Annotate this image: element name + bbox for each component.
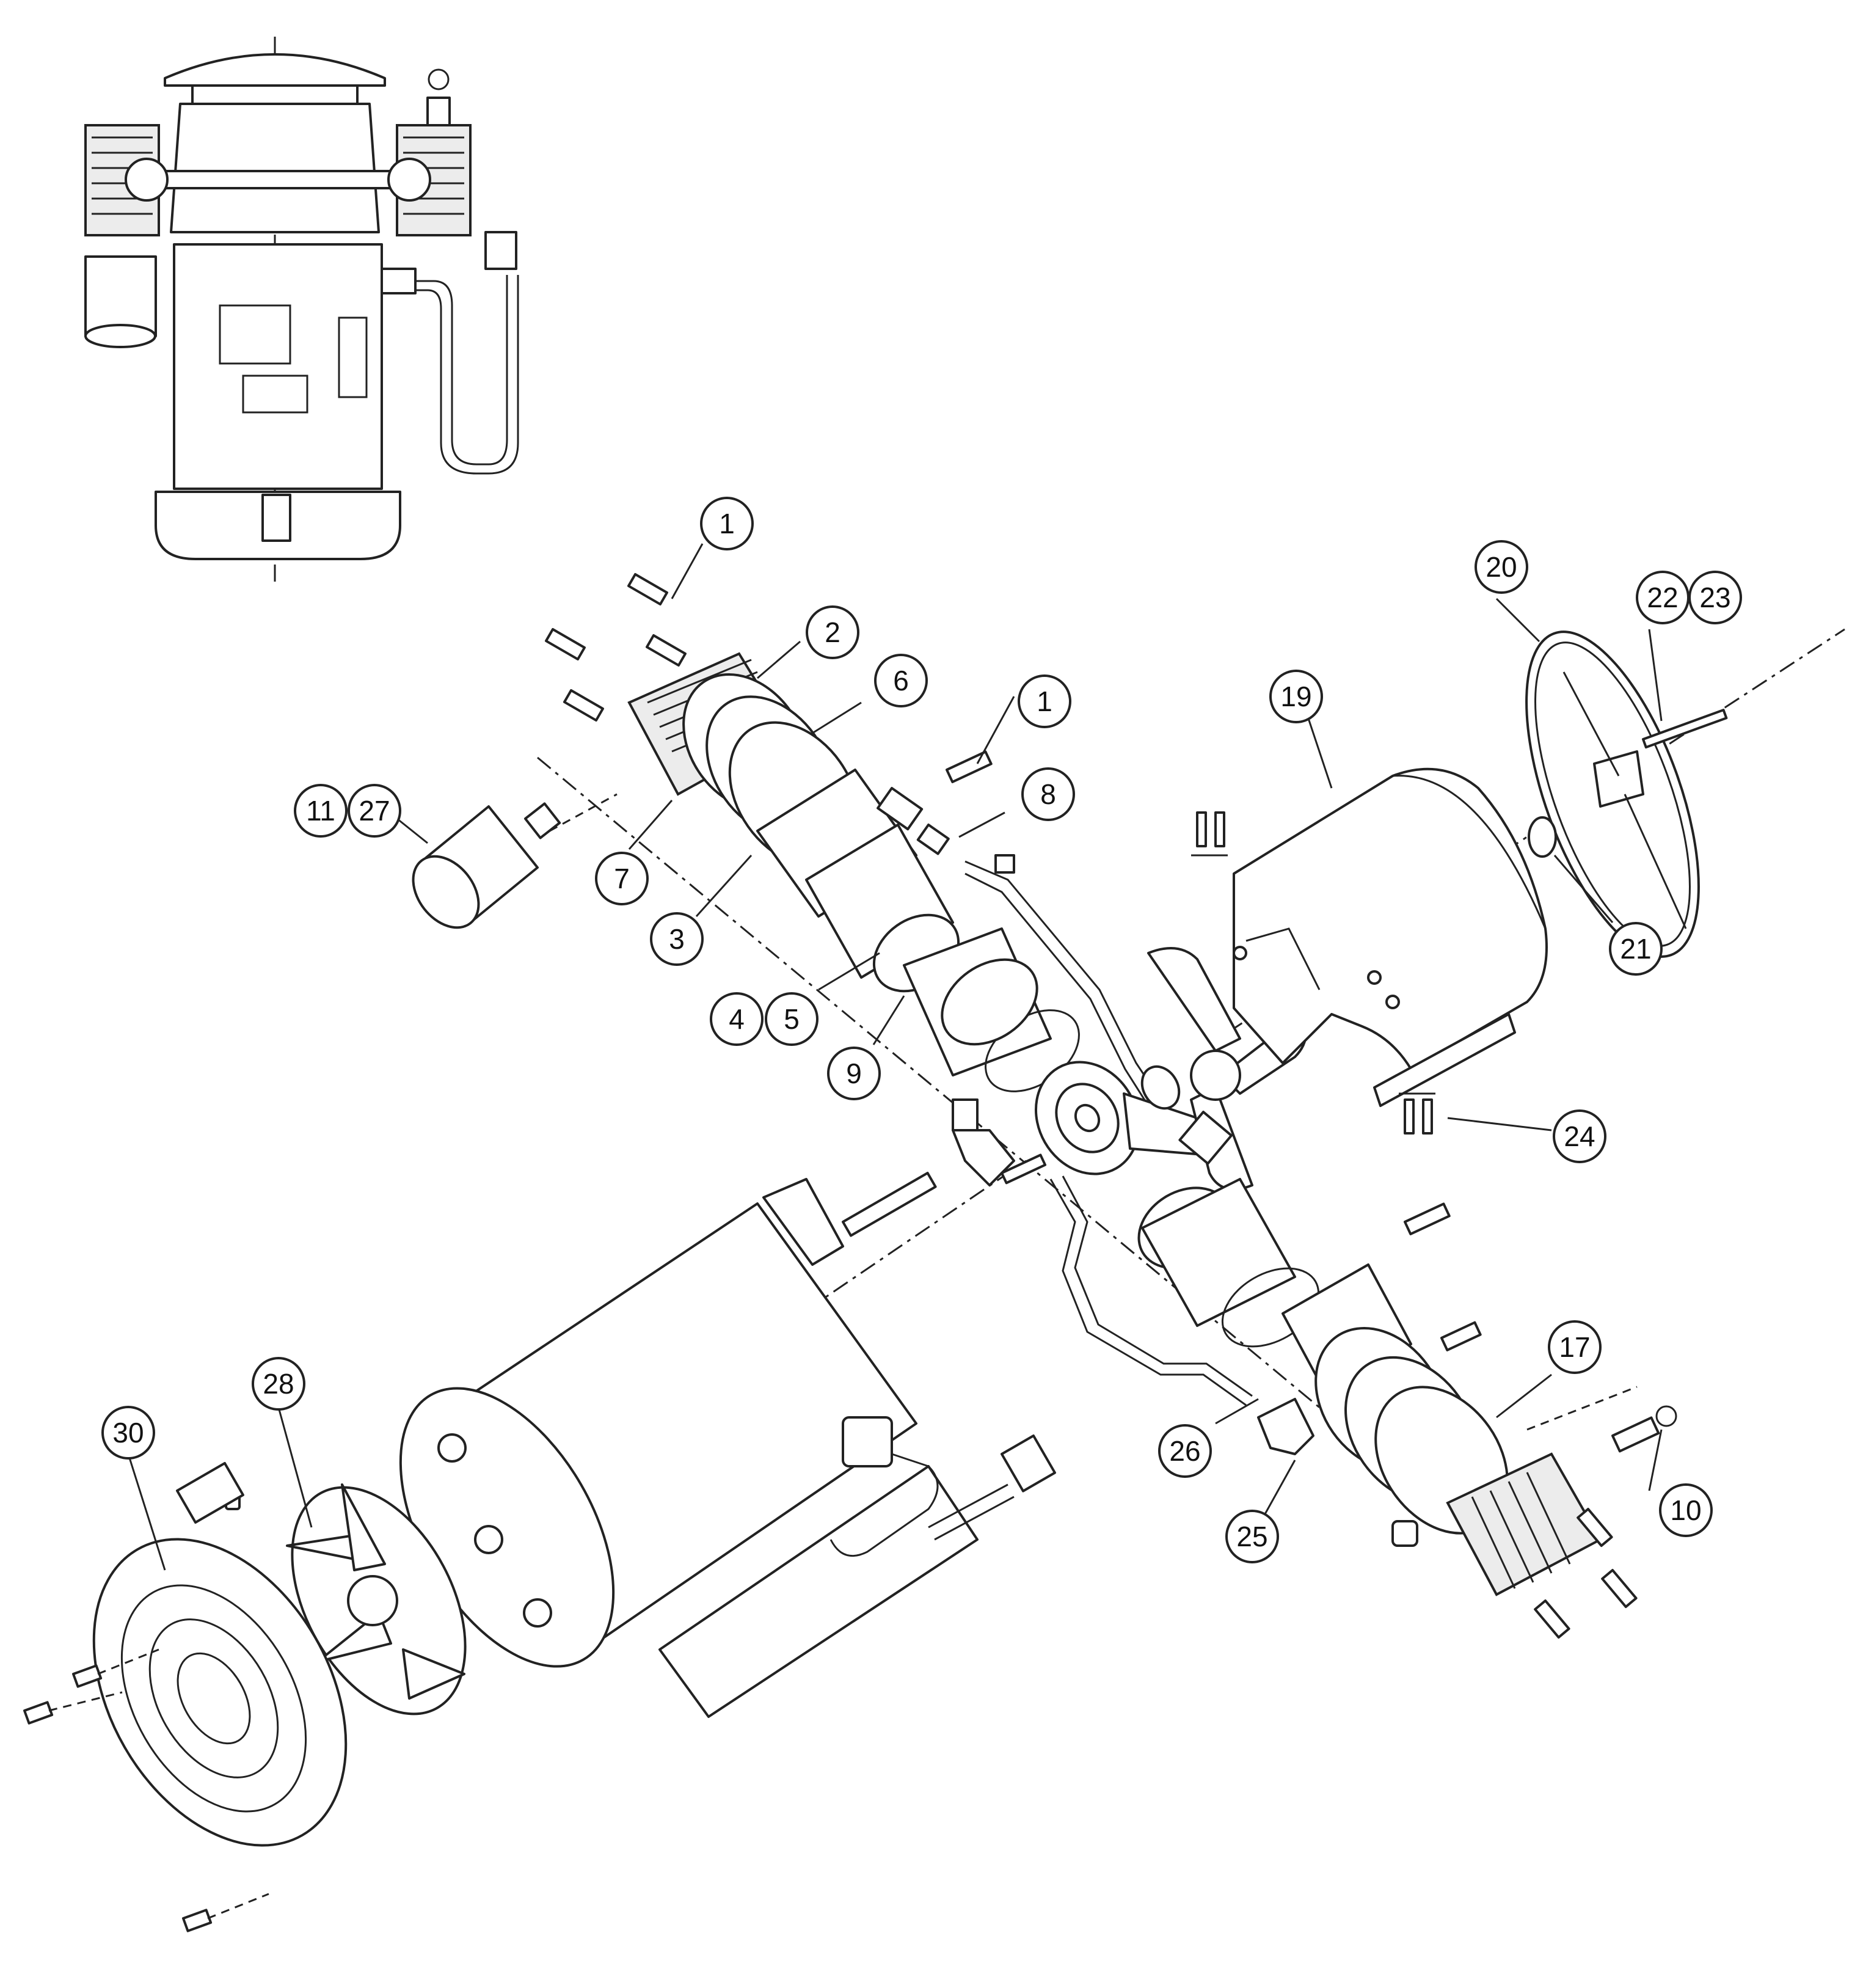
leader-lines [127,543,1663,1571]
callout-7: 7 [595,852,649,905]
callout-9: 9 [827,1047,881,1100]
callout-1b: 1 [1018,674,1071,728]
assembled-view [84,37,519,587]
svg-text:26: 26 [1169,1435,1200,1467]
callout-8: 8 [1021,767,1075,821]
svg-text:4: 4 [729,1003,745,1035]
svg-text:11: 11 [306,795,335,827]
guard-screws [1191,811,1435,1135]
callout-27: 27 [348,784,401,838]
lower-fittings [952,1098,1314,1455]
callout-11: 11 [294,784,348,838]
svg-text:25: 25 [1236,1521,1267,1552]
bolts-upper [545,573,993,783]
svg-text:7: 7 [614,863,630,894]
callout-1a: 1 [700,497,754,550]
callout-26: 26 [1158,1424,1212,1478]
lower-cylinder-assembly [1137,1178,1677,1596]
svg-text:1: 1 [719,508,735,539]
callout-21: 21 [1609,922,1663,976]
callout-3: 3 [650,912,704,966]
callout-30: 30 [101,1406,155,1460]
svg-text:30: 30 [112,1417,144,1449]
belt-guard [1233,767,1548,1107]
callout-25: 25 [1225,1510,1279,1563]
callout-10: 10 [1659,1483,1713,1537]
callout-4: 4 [710,992,764,1046]
svg-text:21: 21 [1620,933,1651,965]
svg-text:10: 10 [1670,1494,1701,1526]
pulley-bushing [1528,816,1557,858]
callout-23: 23 [1688,571,1742,624]
callout-28: 28 [252,1357,305,1411]
pulley-wheel [1525,630,1700,958]
callout-2: 2 [806,605,859,659]
svg-text:22: 22 [1647,582,1678,613]
callout-5: 5 [765,992,818,1046]
svg-text:23: 23 [1699,582,1730,613]
upper-cylinder-assembly [627,652,1080,1092]
callout-24: 24 [1553,1109,1606,1163]
svg-text:5: 5 [784,1003,800,1035]
svg-text:1: 1 [1037,685,1052,717]
callout-17: 17 [1548,1320,1602,1374]
svg-text:27: 27 [359,795,390,827]
air-filter [412,802,561,929]
svg-text:24: 24 [1564,1120,1595,1152]
svg-text:8: 8 [1040,778,1056,810]
callout-6: 6 [874,654,928,707]
pulley-bolt [1642,709,1728,749]
crankcase-hub [1034,1061,1205,1175]
svg-text:20: 20 [1486,551,1517,583]
svg-text:3: 3 [669,923,685,955]
svg-text:17: 17 [1559,1331,1590,1363]
fan-cover [23,1462,348,1932]
svg-text:9: 9 [846,1058,862,1089]
svg-text:28: 28 [263,1368,294,1400]
exploded-view [23,543,1845,1932]
callout-22: 22 [1636,571,1690,624]
svg-text:19: 19 [1280,681,1311,712]
callout-20: 20 [1475,540,1528,594]
svg-text:6: 6 [893,665,909,696]
svg-text:2: 2 [825,616,840,648]
bolts-lower [1404,1202,1638,1639]
callout-19: 19 [1269,670,1323,723]
